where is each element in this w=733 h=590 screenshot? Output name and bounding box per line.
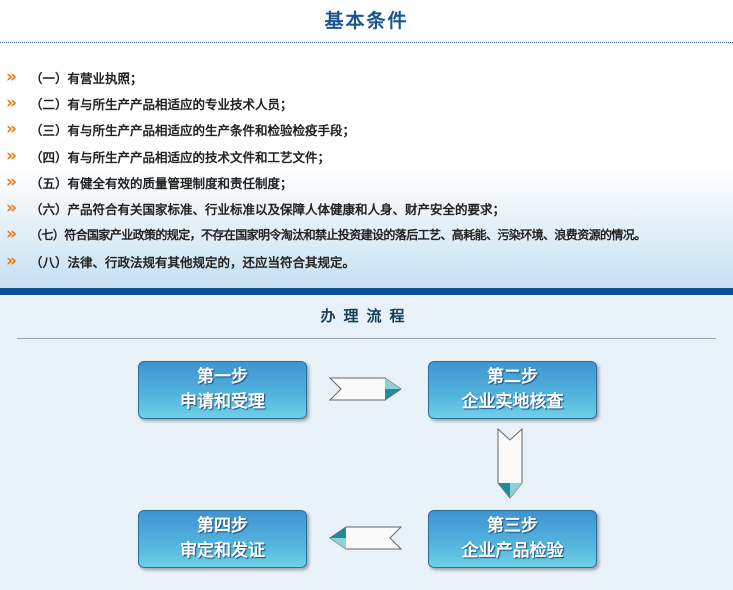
condition-text: （一）有营业执照； [30,70,143,86]
step-label: 申请和受理 [180,392,265,412]
step-3-box: 第三步企业产品检验 [428,510,597,568]
double-chevron-icon: » [6,224,17,245]
page-title: 基本条件 [324,10,409,32]
list-item: » （五）有健全有效的质量管理制度和责任制度； [0,169,733,195]
double-chevron-icon: » [6,250,17,271]
conditions-list: » （一）有营业执照； » （二）有与所生产产品相适应的专业技术人员； » （三）有与… [0,64,733,274]
double-chevron-icon: » [6,92,17,113]
process-title: 办理流程 [320,307,413,325]
double-chevron-icon: » [6,66,17,87]
condition-text: （六）产品符合有关国家标准、行业标准以及保障人体健康和人身、财产安全的要求； [30,202,506,218]
list-item: » （六）产品符合有关国家标准、行业标准以及保障人体健康和人身、财产安全的要求； [0,195,733,221]
step-label: 审定和发证 [180,541,265,561]
step-number: 第四步 [197,516,248,536]
arrow-right-icon [329,377,402,401]
arrow-down-icon [497,428,523,499]
arrow-left-icon [329,526,403,550]
condition-text: （二）有与所生产产品相适应的专业技术人员； [30,96,293,112]
list-item: » （四）有与所生产产品相适应的技术文件和工艺文件； [0,143,733,169]
list-item: » （七）符合国家产业政策的规定，不存在国家明令淘汰和禁止投资建设的落后工艺、高耗… [0,222,733,248]
step-label: 企业产品检验 [461,541,564,561]
double-chevron-icon: » [6,119,17,140]
double-chevron-icon: » [6,145,17,166]
condition-text: （四）有与所生产产品相适应的技术文件和工艺文件； [30,149,331,165]
step-number: 第一步 [197,367,248,387]
condition-text: （八）法律、行政法规有其他规定的，还应当符合其规定。 [30,254,356,270]
list-item: » （一）有营业执照； [0,64,733,90]
step-number: 第三步 [487,516,538,536]
step-number: 第二步 [487,367,538,387]
list-item: » （三）有与所生产产品相适应的生产条件和检验检疫手段； [0,117,733,143]
step-1-box: 第一步申请和受理 [138,361,307,419]
condition-text: （七）符合国家产业政策的规定，不存在国家明令淘汰和禁止投资建设的落后工艺、高耗能… [30,228,646,243]
divider [17,338,716,339]
background-gradient [0,170,733,288]
step-2-box: 第二步企业实地核查 [428,361,597,419]
step-label: 企业实地核查 [461,392,564,412]
step-4-box: 第四步审定和发证 [138,510,307,568]
condition-text: （五）有健全有效的质量管理制度和责任制度； [30,175,293,191]
list-item: » （八）法律、行政法规有其他规定的，还应当符合其规定。 [0,248,733,274]
section-bar [0,288,733,295]
list-item: » （二）有与所生产产品相适应的专业技术人员； [0,90,733,116]
divider [0,42,733,43]
double-chevron-icon: » [6,171,17,192]
double-chevron-icon: » [6,198,17,219]
condition-text: （三）有与所生产产品相适应的生产条件和检验检疫手段； [30,123,356,139]
